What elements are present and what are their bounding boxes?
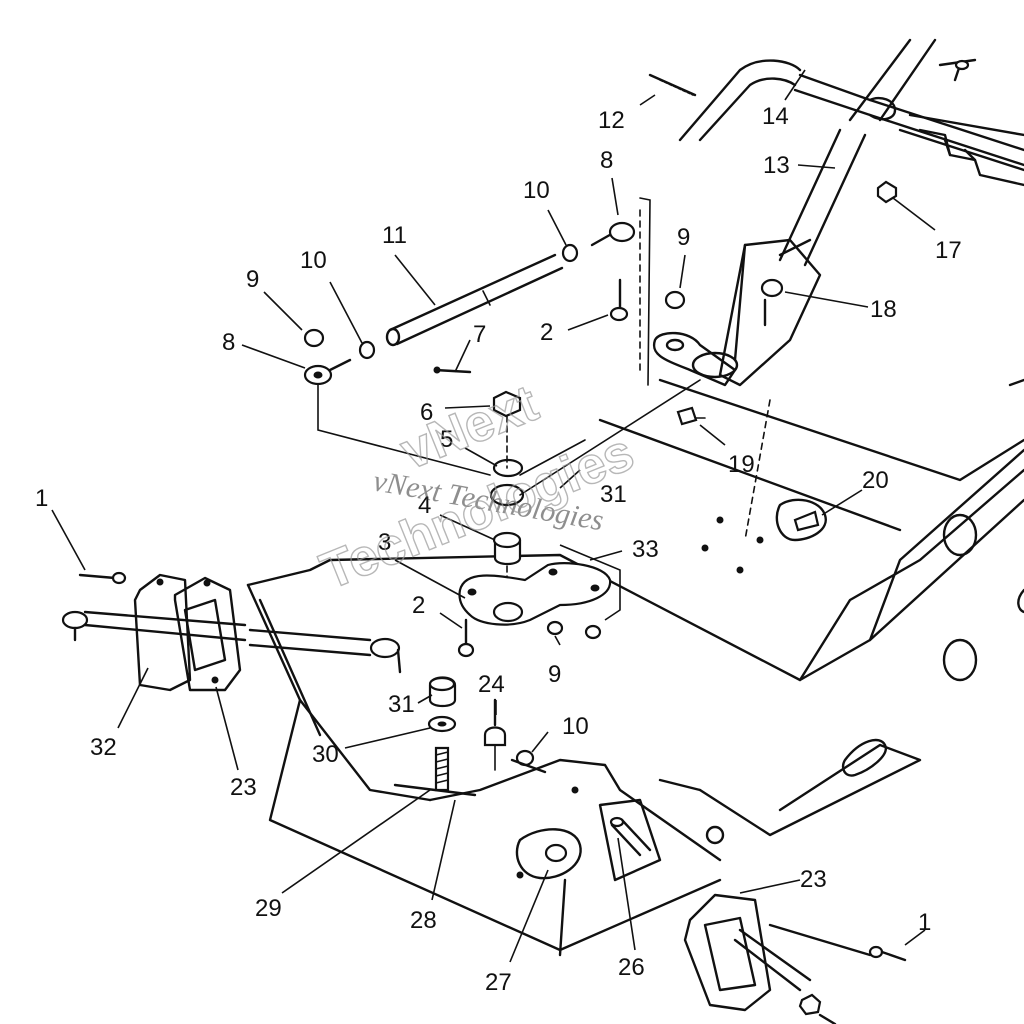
callout-10a: 10 xyxy=(300,247,327,274)
callout-19: 19 xyxy=(728,451,755,478)
callout-32: 32 xyxy=(90,734,117,761)
callout-9c: 9 xyxy=(548,661,561,688)
callout-18: 18 xyxy=(870,296,897,323)
chassis-frame xyxy=(246,197,1024,957)
callout-13: 13 xyxy=(763,152,790,179)
callout-2b: 2 xyxy=(412,592,425,619)
callout-1b: 1 xyxy=(918,909,931,936)
callout-10c: 10 xyxy=(562,713,589,740)
callout-labels: 1 1 2 2 3 4 5 6 7 8 8 9 9 9 10 10 10 11 … xyxy=(35,103,962,996)
callout-30: 30 xyxy=(312,741,339,768)
tie-rod-assembly xyxy=(303,73,697,386)
callout-31b: 31 xyxy=(600,481,627,508)
callout-24: 24 xyxy=(478,671,505,698)
callout-4: 4 xyxy=(418,492,431,519)
callout-17: 17 xyxy=(935,237,962,264)
lower-parts xyxy=(393,516,764,880)
right-spindle xyxy=(683,893,907,1024)
leader-lines xyxy=(51,69,936,963)
callout-9a: 9 xyxy=(246,266,259,293)
right-parts xyxy=(676,58,1024,542)
callout-20: 20 xyxy=(862,467,889,494)
callout-31a: 31 xyxy=(388,691,415,718)
callout-33: 33 xyxy=(632,536,659,563)
steering-column xyxy=(652,38,1024,387)
callout-23a: 23 xyxy=(230,774,257,801)
callout-11: 11 xyxy=(382,222,407,249)
callout-7: 7 xyxy=(473,321,486,348)
callout-26: 26 xyxy=(618,954,645,981)
callout-14: 14 xyxy=(762,103,789,130)
callout-5: 5 xyxy=(440,426,453,453)
callout-8b: 8 xyxy=(600,147,613,174)
callout-28: 28 xyxy=(410,907,437,934)
callout-2a: 2 xyxy=(540,319,553,346)
callout-9b: 9 xyxy=(677,224,690,251)
callout-10b: 10 xyxy=(523,177,550,204)
callout-3: 3 xyxy=(378,529,391,556)
callout-27: 27 xyxy=(485,969,512,996)
callout-6: 6 xyxy=(420,399,433,426)
callout-8a: 8 xyxy=(222,329,235,356)
left-spindle xyxy=(61,571,402,692)
callout-12: 12 xyxy=(598,107,625,134)
callout-23b: 23 xyxy=(800,866,827,893)
callout-1a: 1 xyxy=(35,485,48,512)
callout-29: 29 xyxy=(255,895,282,922)
